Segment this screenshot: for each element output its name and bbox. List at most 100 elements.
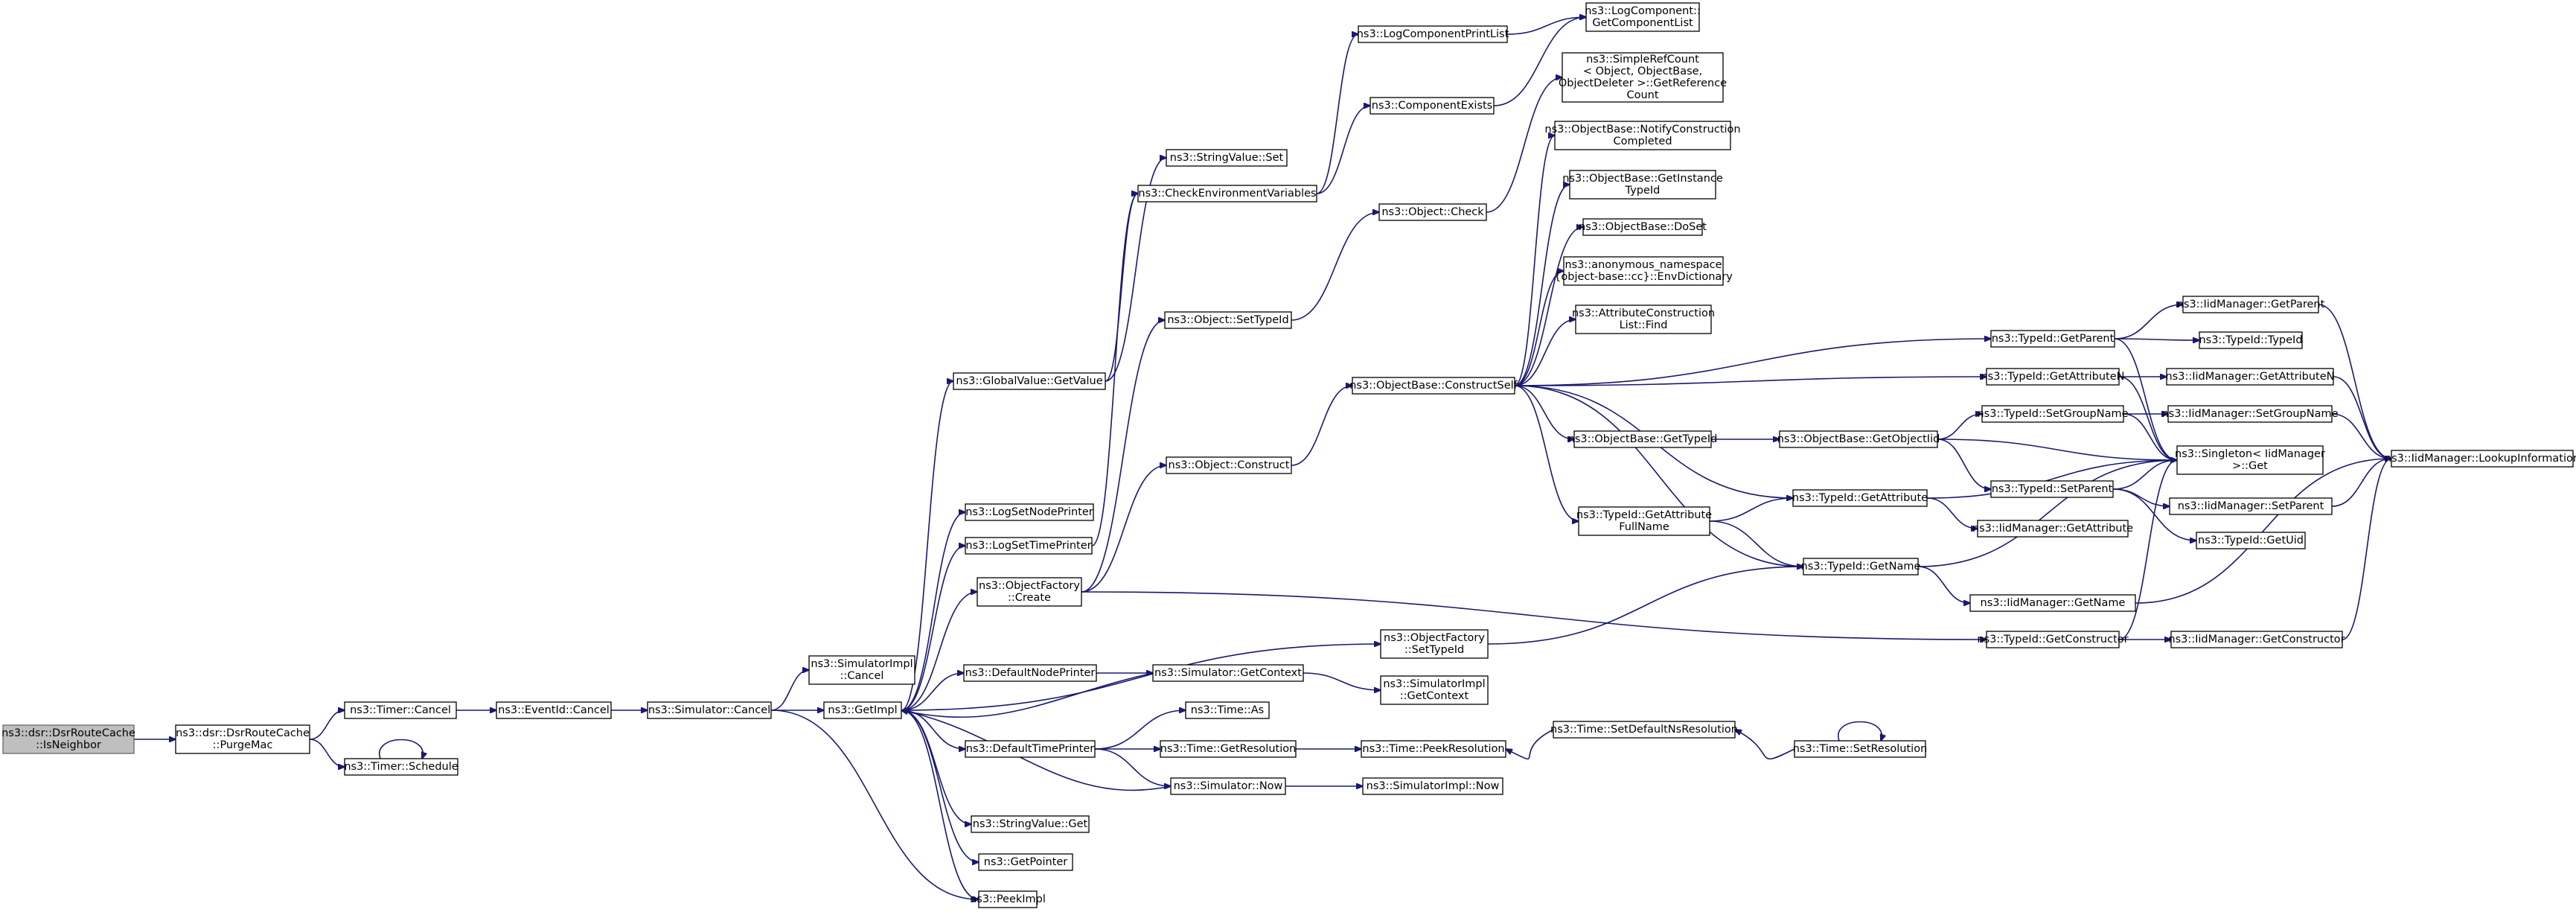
node-ns3-typeid-getname[interactable]: ns3::TypeId::GetName [1801,558,1921,576]
node-box[interactable] [963,664,1097,682]
node-ns3-globalvalue-getvalue[interactable]: ns3::GlobalValue::GetValue [953,372,1106,390]
node-box[interactable] [1986,631,2120,648]
node-ns3-dsr-dsrroutecache-isneighbor[interactable]: ns3::dsr::DsrRouteCache::IsNeighbor [1,724,135,754]
node-box[interactable] [344,701,457,719]
node-box[interactable] [2199,331,2303,349]
node-ns3-logsettimeprinter[interactable]: ns3::LogSetTimePrinter [965,537,1093,555]
node-box[interactable] [1166,149,1288,167]
node-box[interactable] [2170,631,2343,648]
node-ns3-timer-cancel[interactable]: ns3::Timer::Cancel [344,701,457,719]
node-ns3-objectbase-notifyconstruction-completed[interactable]: ns3::ObjectBase::NotifyConstructionCompl… [1544,121,1741,150]
node-ns3-object-check[interactable]: ns3::Object::Check [1378,203,1487,221]
node-ns3-iidmanager-getname[interactable]: ns3::IidManager::GetName [1969,594,2136,612]
node-box[interactable] [1352,377,1515,395]
node-box[interactable] [1794,740,1926,758]
node-ns3-peekimpl[interactable]: ns3::PeekImpl [970,890,1046,908]
node-box[interactable] [1575,305,1712,334]
node-box[interactable] [1358,25,1508,43]
node-box[interactable] [2196,532,2306,549]
node-box[interactable] [1563,256,1724,286]
node-box[interactable] [2,724,135,754]
node-box[interactable] [1573,430,1712,448]
node-box[interactable] [971,815,1090,833]
node-box[interactable] [1160,740,1297,758]
node-box[interactable] [1370,97,1495,115]
node-box[interactable] [1803,558,1919,576]
node-box[interactable] [978,853,1073,871]
node-ns3-iidmanager-getconstructor[interactable]: ns3::IidManager::GetConstructor [2168,631,2345,648]
node-ns3-iidmanager-getattributen[interactable]: ns3::IidManager::GetAttributeN [2165,368,2335,386]
node-ns3-object-settypeid[interactable]: ns3::Object::SetTypeId [1164,311,1292,329]
node-box[interactable] [1986,368,2120,386]
node-ns3-typeid-getuid[interactable]: ns3::TypeId::GetUid [2196,532,2306,549]
node-box[interactable] [496,701,612,719]
node-ns3-typeid-setparent[interactable]: ns3::TypeId::SetParent [1990,480,2114,498]
node-box[interactable] [1990,480,2114,498]
node-ns3-iidmanager-getparent[interactable]: ns3::IidManager::GetParent [2177,296,2325,313]
node-box[interactable] [1553,721,1736,739]
node-ns3-typeid-typeid[interactable]: ns3::TypeId::TypeId [2199,331,2303,349]
node-box[interactable] [1981,405,2124,423]
node-box[interactable] [808,655,915,685]
node-ns3-objectbase-constructself[interactable]: ns3::ObjectBase::ConstructSelf [1349,377,1518,395]
node-ns3-logcomponent-getcomponentlist[interactable]: ns3::LogComponent::GetComponentList [1585,2,1701,32]
node-ns3-defaulttimeprinter[interactable]: ns3::DefaultTimePrinter [965,740,1096,758]
node-ns3-time-getresolution[interactable]: ns3::Time::GetResolution [1160,740,1297,758]
node-ns3-iidmanager-setgroupname[interactable]: ns3::IidManager::SetGroupName [2161,405,2339,423]
node-ns3-simulatorimpl-cancel[interactable]: ns3::SimulatorImpl::Cancel [808,655,915,685]
node-box[interactable] [2166,368,2334,386]
node-box[interactable] [978,890,1038,908]
node-box[interactable] [977,577,1082,607]
node-box[interactable] [1578,506,1710,536]
node-ns3-dsr-dsrroutecache-purgemac[interactable]: ns3::dsr::DsrRouteCache::PurgeMac [175,724,310,754]
node-box[interactable] [1164,311,1292,329]
node-box[interactable] [1380,629,1489,659]
node-box[interactable] [1152,664,1304,682]
node-box[interactable] [344,758,458,776]
node-box[interactable] [2176,445,2324,475]
node-ns3-objectbase-getobjectiid[interactable]: ns3::ObjectBase::GetObjectIid [1777,430,1940,448]
node-box[interactable] [965,503,1094,521]
node-ns3-time-as[interactable]: ns3::Time::As [1185,701,1270,719]
node-ns3-logsetnodeprinter[interactable]: ns3::LogSetNodePrinter [965,503,1094,521]
node-box[interactable] [965,740,1096,758]
node-ns3-typeid-getconstructor[interactable]: ns3::TypeId::GetConstructor [1977,631,2129,648]
node-box[interactable] [647,701,772,719]
node-ns3-getimpl[interactable]: ns3::GetImpl [823,701,902,719]
node-ns3-simulatorimpl-now[interactable]: ns3::SimulatorImpl::Now [1362,777,1503,795]
node-ns3-defaultnodeprinter[interactable]: ns3::DefaultNodePrinter [963,664,1097,682]
node-box[interactable] [1582,218,1703,236]
node-box[interactable] [1170,777,1286,795]
node-ns3-typeid-getattribute[interactable]: ns3::TypeId::GetAttribute [1792,489,1928,507]
node-box[interactable] [1779,430,1938,448]
node-box[interactable] [175,724,310,754]
node-ns3-simulator-getcontext[interactable]: ns3::Simulator::GetContext [1152,664,1304,682]
node-box[interactable] [1185,701,1270,719]
node-ns3-typeid-getparent[interactable]: ns3::TypeId::GetParent [1990,330,2115,348]
node-ns3-time-setresolution[interactable]: ns3::Time::SetResolution [1793,740,1928,758]
node-ns3-time-setdefaultnsresolution[interactable]: ns3::Time::SetDefaultNsResolution [1550,721,1738,739]
node-ns3-typeid-setgroupname[interactable]: ns3::TypeId::SetGroupName [1977,405,2129,423]
node-ns3-iidmanager-setparent[interactable]: ns3::IidManager::SetParent [2169,497,2333,515]
node-box[interactable] [1554,121,1731,150]
node-ns3-stringvalue-get[interactable]: ns3::StringValue::Get [971,815,1090,833]
node-ns3-objectbase-doset[interactable]: ns3::ObjectBase::DoSet [1579,218,1707,236]
node-ns3-simulatorimpl-getcontext[interactable]: ns3::SimulatorImpl::GetContext [1380,675,1489,705]
node-box[interactable] [1378,203,1487,221]
node-box[interactable] [1137,185,1317,203]
node-box[interactable] [1562,52,1724,103]
node-ns3-timer-schedule[interactable]: ns3::Timer::Schedule [344,758,458,776]
node-ns3-typeid-getattributen[interactable]: ns3::TypeId::GetAttributeN [1981,368,2125,386]
node-ns3-simulator-now[interactable]: ns3::Simulator::Now [1170,777,1286,795]
node-ns3-singleton-iidmanager-get[interactable]: ns3::Singleton< IidManager>::Get [2175,445,2325,475]
node-ns3-stringvalue-set[interactable]: ns3::StringValue::Set [1166,149,1288,167]
node-box[interactable] [965,537,1093,555]
node-box[interactable] [2391,450,2574,468]
node-box[interactable] [1585,2,1700,32]
node-box[interactable] [2182,296,2319,313]
node-box[interactable] [1166,456,1292,474]
node-ns3-objectbase-gettypeid[interactable]: ns3::ObjectBase::GetTypeId [1568,430,1718,448]
node-ns3-eventid-cancel[interactable]: ns3::EventId::Cancel [496,701,612,719]
